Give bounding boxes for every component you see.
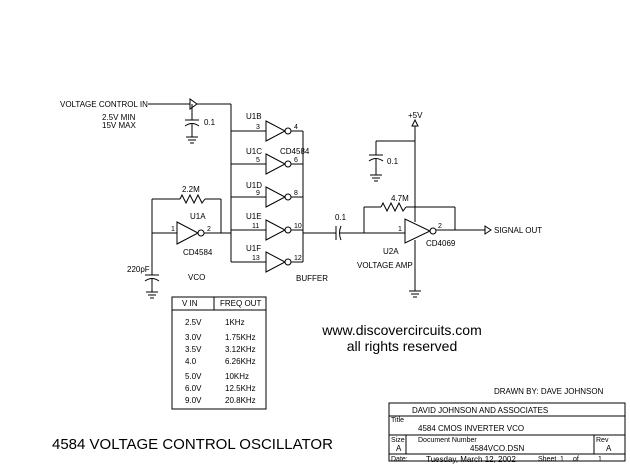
table-cell: 1KHz [225,318,245,327]
table-cell: 1.75KHz [225,333,256,342]
table-cell: 6.26KHz [225,357,256,366]
frequency-table [171,296,267,410]
pin-label: 2 [207,226,211,233]
r-feedback-label: 2.2M [182,185,200,194]
r-amp-label: 4.7M [391,194,409,203]
rights-notice: all rights reserved [347,338,458,354]
table-cell: 12.5KHz [225,384,256,393]
pin-label: 12 [294,255,302,262]
voltage-amp-label: VOLTAGE AMP [357,261,413,270]
vmax-label: 15V MAX [102,121,136,130]
u1e-label: U1E [246,212,262,221]
date-label: Date: [391,456,408,463]
c-in-label: 0.1 [204,118,216,127]
website-url: www.discovercircuits.com [321,322,481,338]
pin-label: 8 [294,190,298,197]
table-cell: 6.0V [185,384,202,393]
pin-label: 13 [252,255,260,262]
date-value: Tuesday, March 12, 2002 [426,455,516,464]
pin-label: 11 [252,223,259,230]
table-cell: 2.5V [185,318,202,327]
sheet-total: 1 [598,456,602,463]
vco-label: VCO [188,273,205,282]
table-cell: 4.0 [185,357,197,366]
table-cell: 9.0V [185,396,202,405]
of-label: of [573,456,579,463]
table-cell: 3.0V [185,333,202,342]
signal-out-label: SIGNAL OUT [494,226,542,235]
table-cell: 3.12KHz [225,345,256,354]
u1c-label: U1C [246,147,262,156]
table-cell: 5.0V [185,372,202,381]
drawn-by: DRAWN BY: DAVE JOHNSON [494,387,604,396]
pin-label: 9 [256,190,260,197]
rev-label: Rev [596,437,609,444]
c-couple-label: 0.1 [335,213,347,222]
pin-label: 3 [256,124,260,131]
pin-label: 10 [294,223,302,230]
input-bypass-capacitor [184,104,200,144]
buffer-label: BUFFER [296,274,328,283]
document-number-label: Document Number [418,437,477,444]
vcc-label: +5V [408,111,423,120]
u1a-part-label: CD4584 [183,248,213,257]
pin-label: 4 [294,124,298,131]
table-header-freq: FREQ OUT [220,299,261,308]
vmin-label: 2.5V MIN [102,113,136,122]
c-supply-label: 0.1 [387,157,399,166]
buffer-gates [231,120,336,273]
u2a-part-label: CD4069 [426,239,456,248]
sheet-number: 1 [560,456,564,463]
company-name: DAVID JOHNSON AND ASSOCIATES [412,406,548,415]
u1a-label: U1A [190,212,206,221]
pin-label: 6 [294,157,298,164]
c-timing-label: 220pF [127,265,150,274]
document-title: 4584 CMOS INVERTER VCO [418,424,524,433]
size-value: A [396,444,402,453]
table-rows: 2.5V 1KHz 3.0V 1.75KHz 3.5V 3.12KHz 4.0 … [185,318,256,405]
pin-label: 2 [438,223,442,230]
u1d-label: U1D [246,181,262,190]
title-block [388,402,626,462]
voltage-control-in-label: VOLTAGE CONTROL IN [60,100,148,109]
table-header-vin: V IN [182,299,198,308]
u1f-label: U1F [246,244,261,253]
document-number: 4584VCO.DSN [470,444,524,453]
title-label: Title [391,417,404,424]
pin-label: 1 [398,226,402,233]
table-cell: 10KHz [225,372,249,381]
page-title: 4584 VOLTAGE CONTROL OSCILLATOR [52,436,333,453]
u2a-label: U2A [383,247,399,256]
size-label: Size [391,437,405,444]
table-cell: 20.8KHz [225,396,256,405]
sheet-label: Sheet [538,456,556,463]
pin-label: 5 [256,157,260,164]
rev-value: A [606,444,612,453]
voltage-amp-circuit [335,118,492,298]
u1b-label: U1B [246,112,262,121]
table-cell: 3.5V [185,345,202,354]
pin-label: 1 [171,226,175,233]
u1b-part-label: CD4584 [280,147,310,156]
oscillator-circuit [144,193,231,299]
